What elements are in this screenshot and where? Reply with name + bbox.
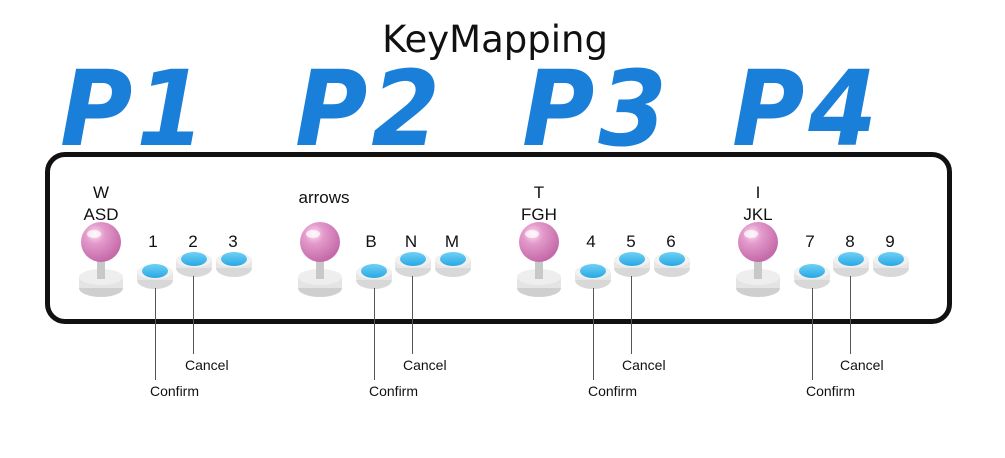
cancel-pointer-p4 (850, 276, 851, 354)
button-label-p2-3: M (444, 232, 460, 251)
player-label-p4: P4 (732, 48, 881, 170)
button-label-p3-3: 6 (666, 232, 676, 251)
stick-key-up: I (755, 183, 761, 202)
button-p2-1 (356, 264, 392, 289)
player-label-p1: P1 (60, 48, 209, 170)
confirm-pointer-p2 (374, 288, 375, 380)
cancel-label-p1: Cancel (185, 357, 229, 373)
stick-key-rest: FGH (521, 205, 557, 224)
button-p3-1 (575, 264, 611, 289)
button-p4-2 (833, 252, 869, 277)
stick-label-p1: W ASD (41, 182, 161, 226)
cancel-label-p2: Cancel (403, 357, 447, 373)
cancel-pointer-p2 (412, 276, 413, 354)
joystick-p4 (736, 222, 780, 297)
joystick-p1 (79, 222, 123, 297)
confirm-pointer-p4 (812, 288, 813, 380)
player-label-p2: P2 (295, 48, 444, 170)
button-p3-3 (654, 252, 690, 277)
cancel-label-p3: Cancel (622, 357, 666, 373)
button-p2-3 (435, 252, 471, 277)
button-p1-2 (176, 252, 212, 277)
button-label-p1-1: 1 (148, 232, 158, 251)
joystick-p3 (517, 222, 561, 297)
confirm-pointer-p3 (593, 288, 594, 380)
button-p1-1 (137, 264, 173, 289)
button-label-p2-1: B (365, 232, 377, 251)
confirm-label-p2: Confirm (369, 383, 419, 399)
button-label-p3-1: 4 (586, 232, 596, 251)
button-p1-3 (216, 252, 252, 277)
cancel-pointer-p1 (193, 276, 194, 354)
button-label-p1-3: 3 (228, 232, 238, 251)
button-label-p4-2: 8 (845, 232, 855, 251)
stick-key-up: W (92, 183, 110, 202)
stick-key-rest: ASD (83, 205, 119, 224)
confirm-label-p3: Confirm (588, 383, 638, 399)
page-title: KeyMapping (382, 18, 608, 61)
confirm-label-p4: Confirm (806, 383, 856, 399)
stick-key-rest: JKL (743, 205, 773, 224)
stick-key-rest: arrows (298, 188, 350, 207)
stick-label-p2: arrows (264, 182, 384, 208)
confirm-label-p1: Confirm (150, 383, 200, 399)
cancel-label-p4: Cancel (840, 357, 884, 373)
button-p2-2 (395, 252, 431, 277)
cancel-pointer-p3 (631, 276, 632, 354)
button-p3-2 (614, 252, 650, 277)
button-label-p4-1: 7 (805, 232, 815, 251)
player-label-p3: P3 (522, 48, 671, 170)
controller-panel (45, 152, 952, 324)
stick-key-up: T (533, 183, 545, 202)
confirm-pointer-p1 (155, 288, 156, 380)
button-label-p2-2: N (404, 232, 418, 251)
stick-label-p3: T FGH (479, 182, 599, 226)
button-p4-3 (873, 252, 909, 277)
button-label-p3-2: 5 (626, 232, 636, 251)
button-label-p4-3: 9 (885, 232, 895, 251)
button-p4-1 (794, 264, 830, 289)
joystick-p2 (298, 222, 342, 297)
button-label-p1-2: 2 (188, 232, 198, 251)
stick-label-p4: I JKL (698, 182, 818, 226)
